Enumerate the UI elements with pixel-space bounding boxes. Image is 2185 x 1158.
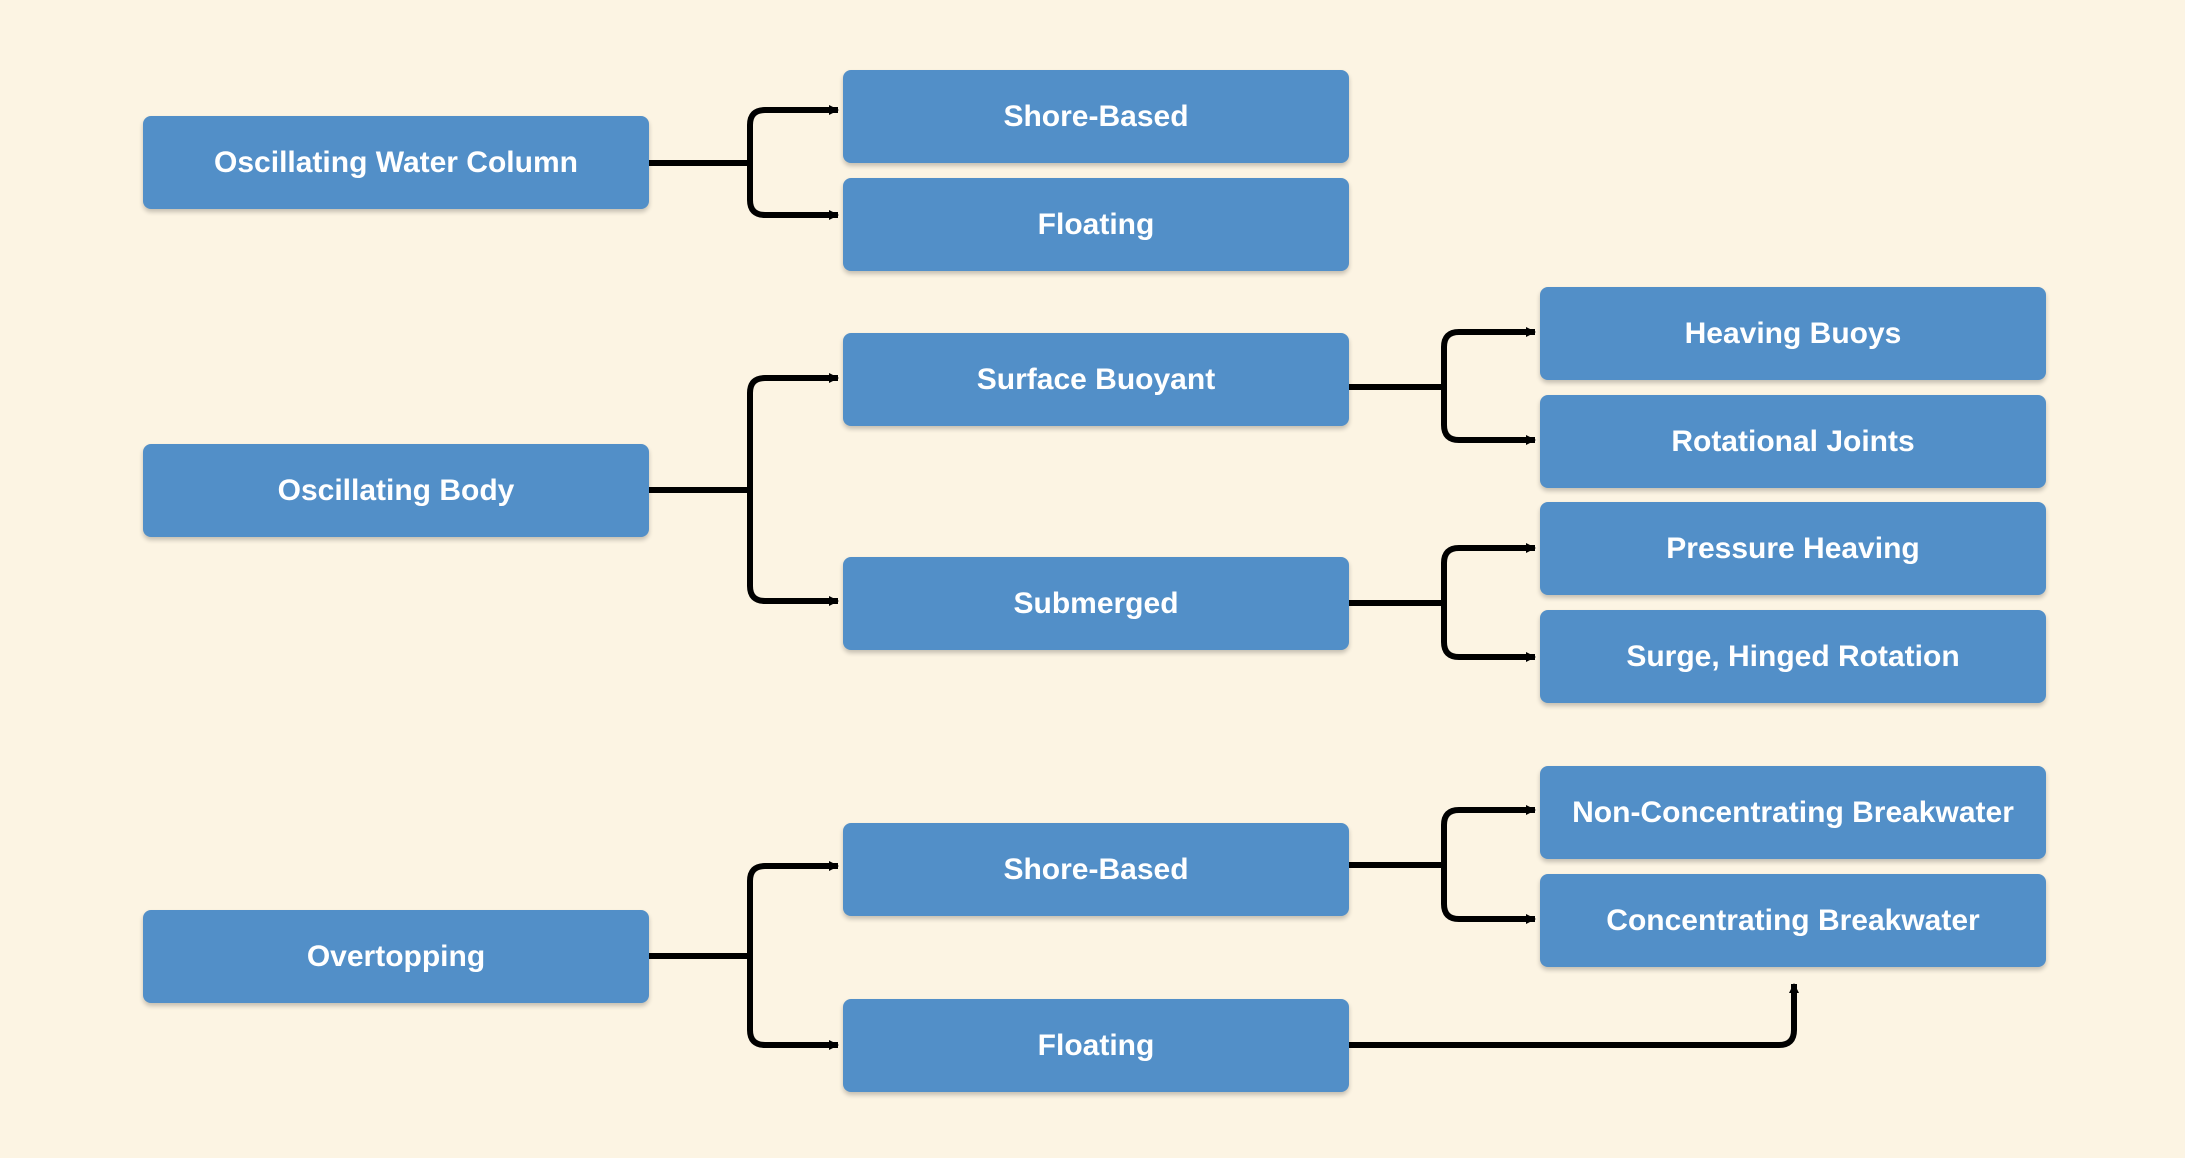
connector-submerged-to-pressure-heaving — [1441, 543, 1536, 603]
connector-shore-based-to-non-concentrating — [1441, 805, 1536, 865]
node-submerged: Submerged — [843, 557, 1349, 650]
node-label: Shore-Based — [1003, 852, 1189, 886]
connector-body-to-surface-buoyant — [747, 373, 839, 490]
node-label: Oscillating Water Column — [214, 145, 578, 179]
node-label: Shore-Based — [1003, 99, 1189, 133]
connector-owc-to-shore-based — [747, 105, 839, 163]
connector-shore-based-to-concentrating — [1441, 865, 1536, 924]
node-label: Rotational Joints — [1671, 424, 1915, 458]
node-oscillating-water-column: Oscillating Water Column — [143, 116, 649, 209]
node-owc-floating: Floating — [843, 178, 1349, 271]
node-overtopping-shore-based: Shore-Based — [843, 823, 1349, 916]
node-surge-hinged-rotation: Surge, Hinged Rotation — [1540, 610, 2046, 703]
node-owc-shore-based: Shore-Based — [843, 70, 1349, 163]
connector-body-to-submerged — [747, 490, 839, 606]
node-label: Pressure Heaving — [1666, 531, 1920, 565]
node-label: Heaving Buoys — [1684, 316, 1902, 350]
connector-surface-buoyant-to-heaving-buoys — [1441, 327, 1536, 387]
node-overtopping: Overtopping — [143, 910, 649, 1003]
node-non-concentrating-breakwater: Non-Concentrating Breakwater — [1540, 766, 2046, 859]
node-label: Surge, Hinged Rotation — [1626, 639, 1960, 673]
connector-surface-buoyant-to-rotational-joints — [1441, 387, 1536, 445]
connector-overtopping-to-floating — [747, 956, 839, 1050]
connector-overtopping-to-shore-based — [747, 861, 839, 956]
node-concentrating-breakwater: Concentrating Breakwater — [1540, 874, 2046, 967]
node-surface-buoyant: Surface Buoyant — [843, 333, 1349, 426]
connector-owc-to-floating — [747, 163, 839, 220]
node-overtopping-floating: Floating — [843, 999, 1349, 1092]
node-label: Surface Buoyant — [976, 362, 1216, 396]
node-label: Non-Concentrating Breakwater — [1572, 795, 2014, 829]
node-label: Overtopping — [306, 939, 486, 973]
node-pressure-heaving: Pressure Heaving — [1540, 502, 2046, 595]
node-label: Floating — [1037, 207, 1155, 241]
node-label: Submerged — [1013, 586, 1179, 620]
connector-floating-to-concentrating — [1349, 983, 1799, 1048]
node-label: Concentrating Breakwater — [1606, 903, 1980, 937]
node-label: Floating — [1037, 1028, 1155, 1062]
node-label: Oscillating Body — [277, 473, 515, 507]
node-heaving-buoys: Heaving Buoys — [1540, 287, 2046, 380]
node-rotational-joints: Rotational Joints — [1540, 395, 2046, 488]
connector-submerged-to-surge-hinged — [1441, 603, 1536, 662]
node-oscillating-body: Oscillating Body — [143, 444, 649, 537]
